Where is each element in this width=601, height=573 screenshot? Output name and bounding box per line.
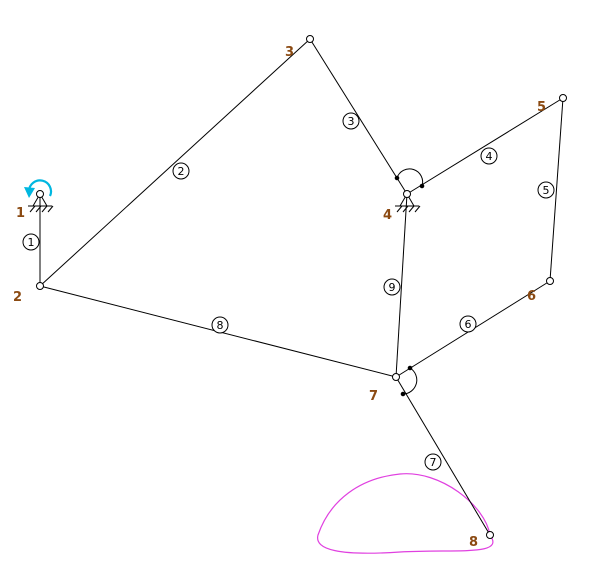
node-label-5: 5 [537,100,546,115]
member-2 [39,38,311,287]
member-5 [549,97,564,282]
member-label-8: 8 [211,316,229,334]
nodes [36,35,567,539]
node-label-7: 7 [369,389,378,404]
node-7 [392,373,400,381]
member-label-text: 1 [28,236,35,249]
member-label-1: 1 [22,233,40,251]
pin-support-icon [395,193,421,213]
member-4 [406,97,564,195]
node-label-4: 4 [383,208,392,223]
member-label-text: 6 [465,318,472,331]
member-label-text: 4 [486,150,493,163]
member-labels: 1 2 3 4 5 6 7 8 9 [22,112,555,471]
pin-support-icon [28,193,54,213]
member-label-circle [459,315,477,333]
member-label-6: 6 [459,315,477,333]
node-8 [486,531,494,539]
member-7 [395,376,491,536]
member-label-3: 3 [342,112,360,130]
node-label-2: 2 [13,290,22,305]
member-label-circle [537,181,555,199]
member-9 [395,193,408,378]
node-4 [403,190,411,198]
joint-angle-arc-icon [400,365,418,397]
node-label-6: 6 [527,289,536,304]
member-label-2: 2 [172,162,190,180]
member-label-text: 7 [430,456,437,469]
member-label-5: 5 [537,181,555,199]
member-label-circle [383,278,401,296]
member-3 [309,38,408,195]
joint-angle-arc-icon [394,168,425,189]
node-label-8: 8 [469,535,478,550]
member-label-text: 9 [389,281,396,294]
member-label-4: 4 [480,147,498,165]
member-label-text: 5 [543,184,550,197]
rotation-arrow-icon [24,179,53,198]
member-label-circle [22,233,40,251]
node-label-1: 1 [16,206,25,221]
member-label-circle [480,147,498,165]
node-1 [36,190,44,198]
member-label-circle [342,112,360,130]
member-label-circle [424,453,442,471]
node-2 [36,282,44,290]
member-label-text: 3 [348,115,355,128]
node-3 [306,35,314,43]
node-6 [546,277,554,285]
member-label-circle [172,162,190,180]
node-labels: 1 2 3 4 5 6 7 8 [13,45,546,550]
member-label-9: 9 [383,278,401,296]
node-label-3: 3 [285,45,294,60]
member-label-7: 7 [424,453,442,471]
node-5 [559,94,567,102]
coupler-curve [317,473,494,554]
member-label-text: 8 [217,319,224,332]
member-label-circle [211,316,229,334]
members [39,38,564,536]
member-label-text: 2 [178,165,185,178]
